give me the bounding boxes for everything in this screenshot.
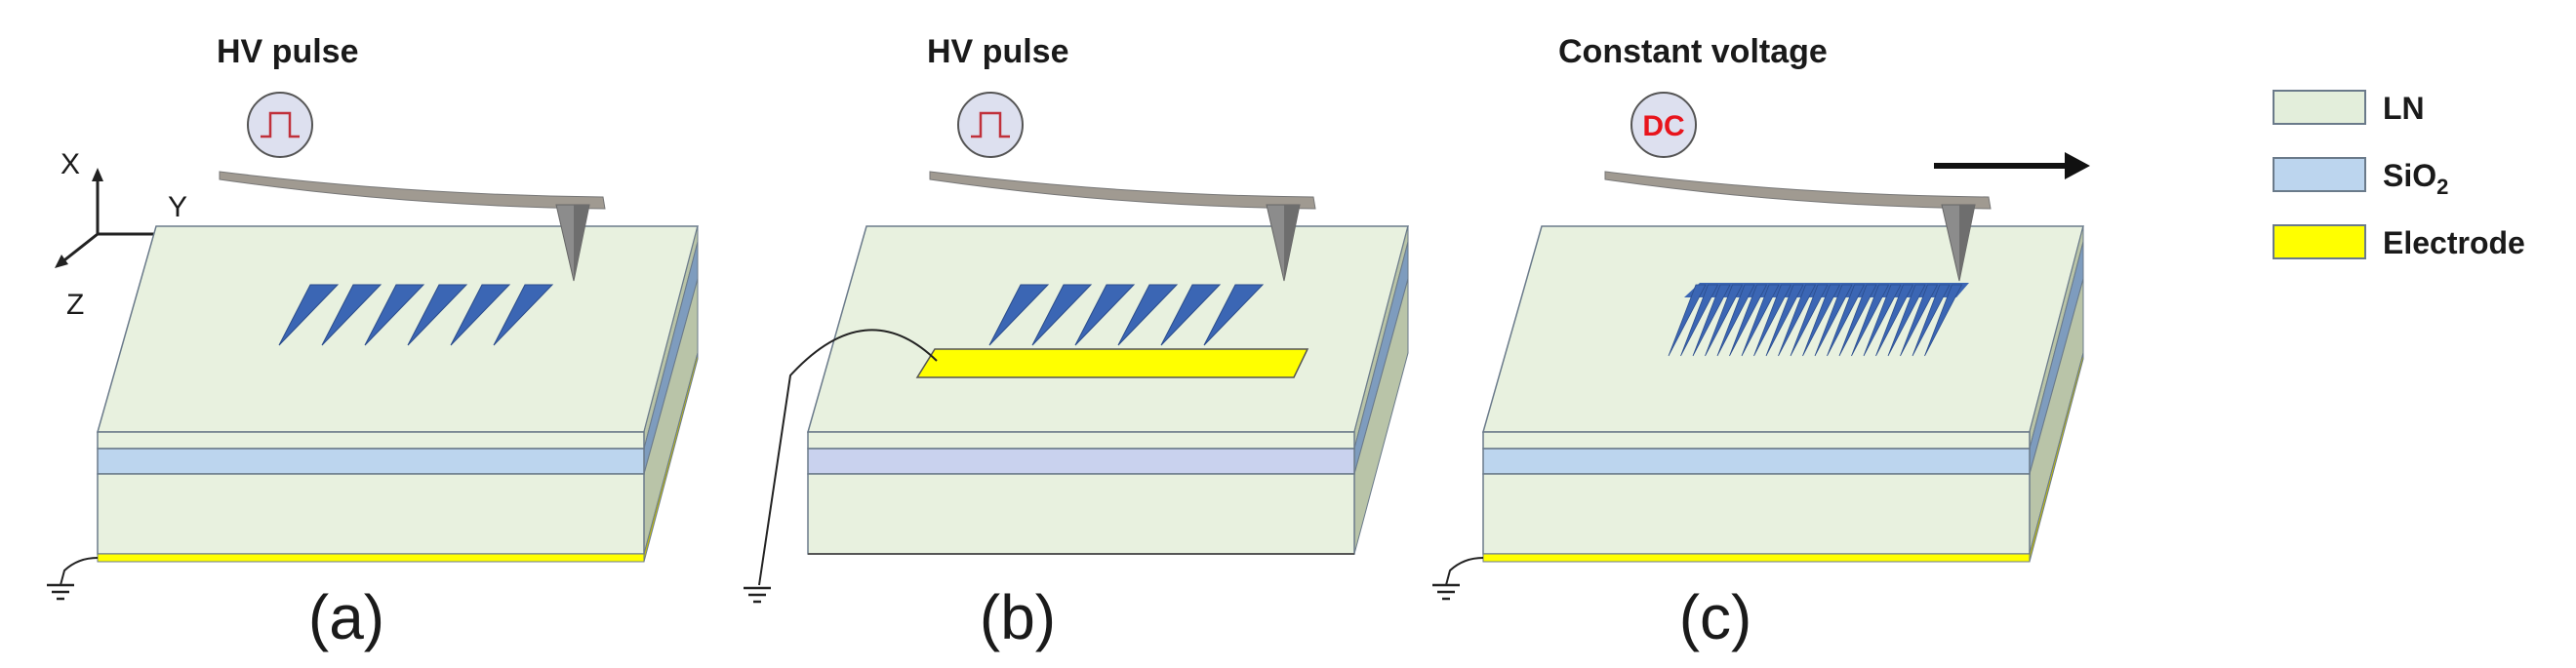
ground-wire <box>60 557 99 586</box>
afm-tip-shade <box>574 205 589 281</box>
domain-spike <box>1716 284 1755 357</box>
domain-spike <box>1814 284 1853 357</box>
sio2-front <box>807 448 1355 475</box>
axis-y-label: Y <box>168 191 187 223</box>
sio2-front <box>1482 448 2031 475</box>
cantilever <box>929 171 1316 210</box>
panel-title: Constant voltage <box>1558 33 1828 70</box>
domain-spike <box>1900 284 1939 357</box>
ln-front-bottom <box>807 473 1355 555</box>
ln-front-bottom <box>1482 473 2031 555</box>
afm-tip-shade <box>1284 205 1300 281</box>
cantilever <box>219 171 606 210</box>
domain-spike <box>450 284 511 346</box>
legend-swatch <box>2273 90 2366 125</box>
ground-wire <box>758 329 938 586</box>
domain-spike <box>364 284 425 346</box>
sio2-front <box>97 448 645 475</box>
axis-x-label: X <box>60 148 80 180</box>
domain-spike <box>1705 284 1744 357</box>
domain-spike <box>321 284 382 346</box>
voltage-source-icon <box>247 92 313 158</box>
panel-label: (b) <box>980 582 1056 652</box>
domain-spike <box>1887 284 1926 357</box>
axes-indicator: X Y Z <box>55 148 187 321</box>
panel-label: (c) <box>1679 582 1752 652</box>
domain-spike <box>1668 284 1707 357</box>
domain-spike <box>1074 284 1136 346</box>
ln-front-top <box>807 431 1355 450</box>
legend-label: LN <box>2383 91 2425 126</box>
ln-top-surface <box>1482 225 2084 433</box>
domain-spike <box>1778 284 1817 357</box>
voltage-source-icon <box>957 92 1024 158</box>
pulse-icon <box>261 111 300 138</box>
ln-top-surface <box>807 225 1409 433</box>
domain-spike <box>988 284 1050 346</box>
electrode-front <box>97 553 645 563</box>
domain-spike <box>1753 284 1792 357</box>
domain-spike <box>1729 284 1768 357</box>
ln-top-surface <box>97 225 699 433</box>
domain-spike <box>1160 284 1222 346</box>
domain-spike <box>1117 284 1179 346</box>
domain-spike <box>1802 284 1841 357</box>
legend-swatch <box>2273 157 2366 192</box>
ln-front-top <box>97 431 645 450</box>
axis-z-label: Z <box>66 289 84 321</box>
legend-subscript: 2 <box>2436 175 2448 199</box>
domain-spike <box>1851 284 1890 357</box>
domain-spike <box>1875 284 1914 357</box>
domain-spike <box>407 284 468 346</box>
domain-spike <box>1838 284 1877 357</box>
domain-spike <box>1765 284 1804 357</box>
legend-label: SiO2 <box>2383 158 2448 199</box>
domain-spike <box>493 284 554 346</box>
domain-spike <box>1692 284 1731 357</box>
panel-b: HV pulse (b) <box>744 33 1409 652</box>
panel-c: DC Constant voltage (c) <box>1432 33 2090 652</box>
panel-title: HV pulse <box>217 33 358 70</box>
domain-spike <box>1790 284 1829 357</box>
top-electrode <box>915 348 1309 378</box>
voltage-source-icon <box>1630 92 1697 158</box>
legend-label: Electrode <box>2383 225 2525 260</box>
afm-tip-shade <box>1959 205 1975 281</box>
domain-spike <box>1827 284 1866 357</box>
ground-wire <box>1445 557 1484 586</box>
domain-spike <box>1912 284 1951 357</box>
dc-label: DC <box>1642 110 1684 142</box>
legend-swatch <box>2273 224 2366 259</box>
pulse-icon <box>971 111 1010 138</box>
domain-spike <box>1680 284 1719 357</box>
ln-front-bottom <box>97 473 645 555</box>
domain-spike <box>278 284 340 346</box>
domain-spike <box>1203 284 1265 346</box>
panel-label: (a) <box>308 582 384 652</box>
domain-spike <box>1863 284 1902 357</box>
panel-a: HV pulse (a) <box>47 33 699 652</box>
domain-spike <box>1741 284 1780 357</box>
ln-front-top <box>1482 431 2031 450</box>
panel-title: HV pulse <box>927 33 1068 70</box>
electrode-front <box>1482 553 2031 563</box>
domain-spike <box>1031 284 1093 346</box>
domain-spike <box>1924 284 1963 357</box>
scan-arrow-head <box>2065 152 2090 179</box>
cantilever <box>1604 171 1992 210</box>
